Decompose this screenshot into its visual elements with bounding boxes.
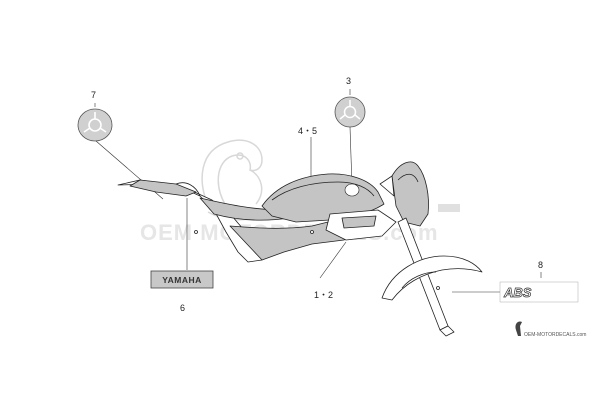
watermark-small-text: OEM-MOTORDECALS.com xyxy=(524,332,586,338)
callout-number-8: 8 xyxy=(538,260,543,270)
leader-line xyxy=(319,241,347,279)
tuning-fork-icon xyxy=(83,112,107,133)
callout-number-4-5: 4・5 xyxy=(298,126,317,136)
watermark-small: OEM-MOTORDECALS.com xyxy=(515,321,586,338)
callout-number-3: 3 xyxy=(346,76,351,86)
callout-number-1-2: 1・2 xyxy=(314,290,333,300)
brand-decal-text: YAMAHA xyxy=(162,275,202,285)
abs-decal-part-8: ABS xyxy=(499,281,579,303)
emblem-part-7 xyxy=(77,108,113,142)
brand-decal-part-6: YAMAHA xyxy=(150,270,214,289)
watermark-emblem-icon xyxy=(438,204,460,212)
emblem-part-3 xyxy=(334,96,366,128)
callout-number-6: 6 xyxy=(180,303,185,313)
callout-number-7: 7 xyxy=(91,90,96,100)
motorcycle-outline xyxy=(117,161,483,337)
abs-decal-text: ABS xyxy=(503,285,532,300)
tuning-fork-icon xyxy=(339,100,361,120)
watermark-logo-small-icon xyxy=(515,321,522,336)
